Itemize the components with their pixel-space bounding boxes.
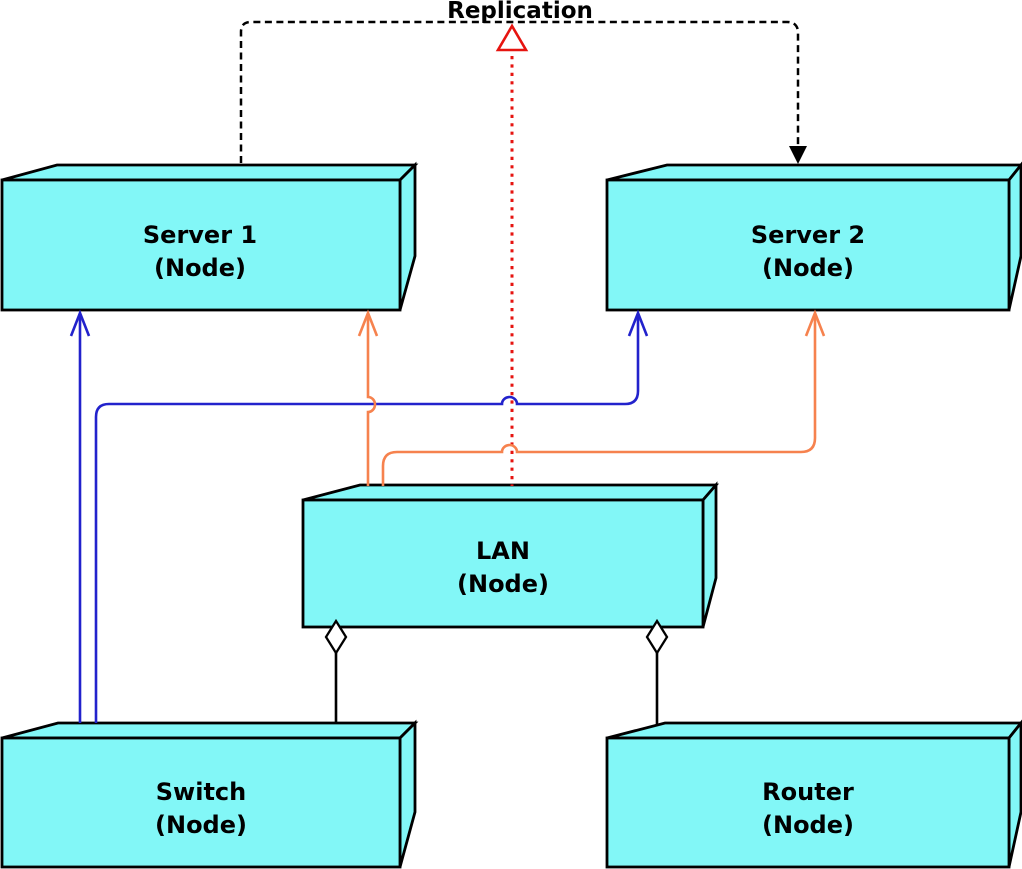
edge-lan-server2-line (381, 314, 817, 486)
edge-switch-server2-line (94, 314, 640, 723)
replication-label: Replication (447, 0, 593, 24)
edge-replication (239, 20, 807, 164)
node-server2: Server 2 (Node) (605, 161, 1022, 312)
node-router-front-face (605, 736, 1011, 869)
node-switch-name: Switch (156, 778, 246, 806)
node-router-top-face (606, 721, 1022, 740)
aggregation-diamond-router-icon (645, 618, 669, 656)
edge-replication-line (239, 20, 800, 163)
node-router-side-face (1007, 719, 1022, 868)
blue-arrowhead-server1-icon (69, 309, 91, 337)
node-switch-front-face (0, 736, 402, 869)
open-triangle-arrowhead-icon (495, 23, 529, 52)
node-switch-side-face (398, 719, 417, 868)
edge-switch-server1 (69, 309, 91, 723)
edge-lan-router (645, 618, 669, 725)
edge-lan-switch (324, 618, 348, 723)
node-lan: LAN (Node) (301, 481, 720, 629)
edge-lan-server1-line (366, 314, 377, 486)
node-server1: Server 1 (Node) (0, 161, 419, 312)
replication-arrowhead-icon (789, 146, 807, 164)
node-lan-type-label: (Node) (457, 570, 549, 598)
node-server1-side-face (398, 161, 417, 311)
node-server2-name: Server 2 (751, 221, 865, 249)
edge-lan-server1 (357, 309, 379, 486)
node-switch-top-face (1, 721, 419, 740)
node-router: Router (Node) (605, 719, 1022, 869)
aggregation-diamond-switch-icon (324, 618, 348, 656)
node-server2-front-face (605, 178, 1011, 312)
node-switch: Switch (Node) (0, 719, 419, 869)
node-router-type-label: (Node) (762, 811, 854, 839)
node-server1-type-label: (Node) (154, 254, 246, 282)
node-server2-side-face (1007, 161, 1022, 311)
edge-lan-server2 (381, 309, 826, 486)
node-server2-type-label: (Node) (762, 254, 854, 282)
node-lan-top-face (302, 483, 720, 502)
blue-arrowhead-server2-icon (627, 309, 649, 337)
edge-switch-server2 (94, 309, 649, 723)
node-server1-top-face (1, 163, 419, 182)
edge-lan-replication (495, 23, 529, 486)
node-lan-side-face (701, 481, 718, 628)
node-server1-front-face (0, 178, 402, 312)
node-lan-front-face (301, 498, 705, 629)
node-lan-name: LAN (476, 537, 530, 565)
node-switch-type-label: (Node) (155, 811, 247, 839)
node-server1-name: Server 1 (143, 221, 257, 249)
node-server2-top-face (606, 163, 1022, 182)
orange-arrowhead-server2-icon (804, 309, 826, 337)
node-router-name: Router (762, 778, 854, 806)
orange-arrowhead-server1-icon (357, 309, 379, 337)
